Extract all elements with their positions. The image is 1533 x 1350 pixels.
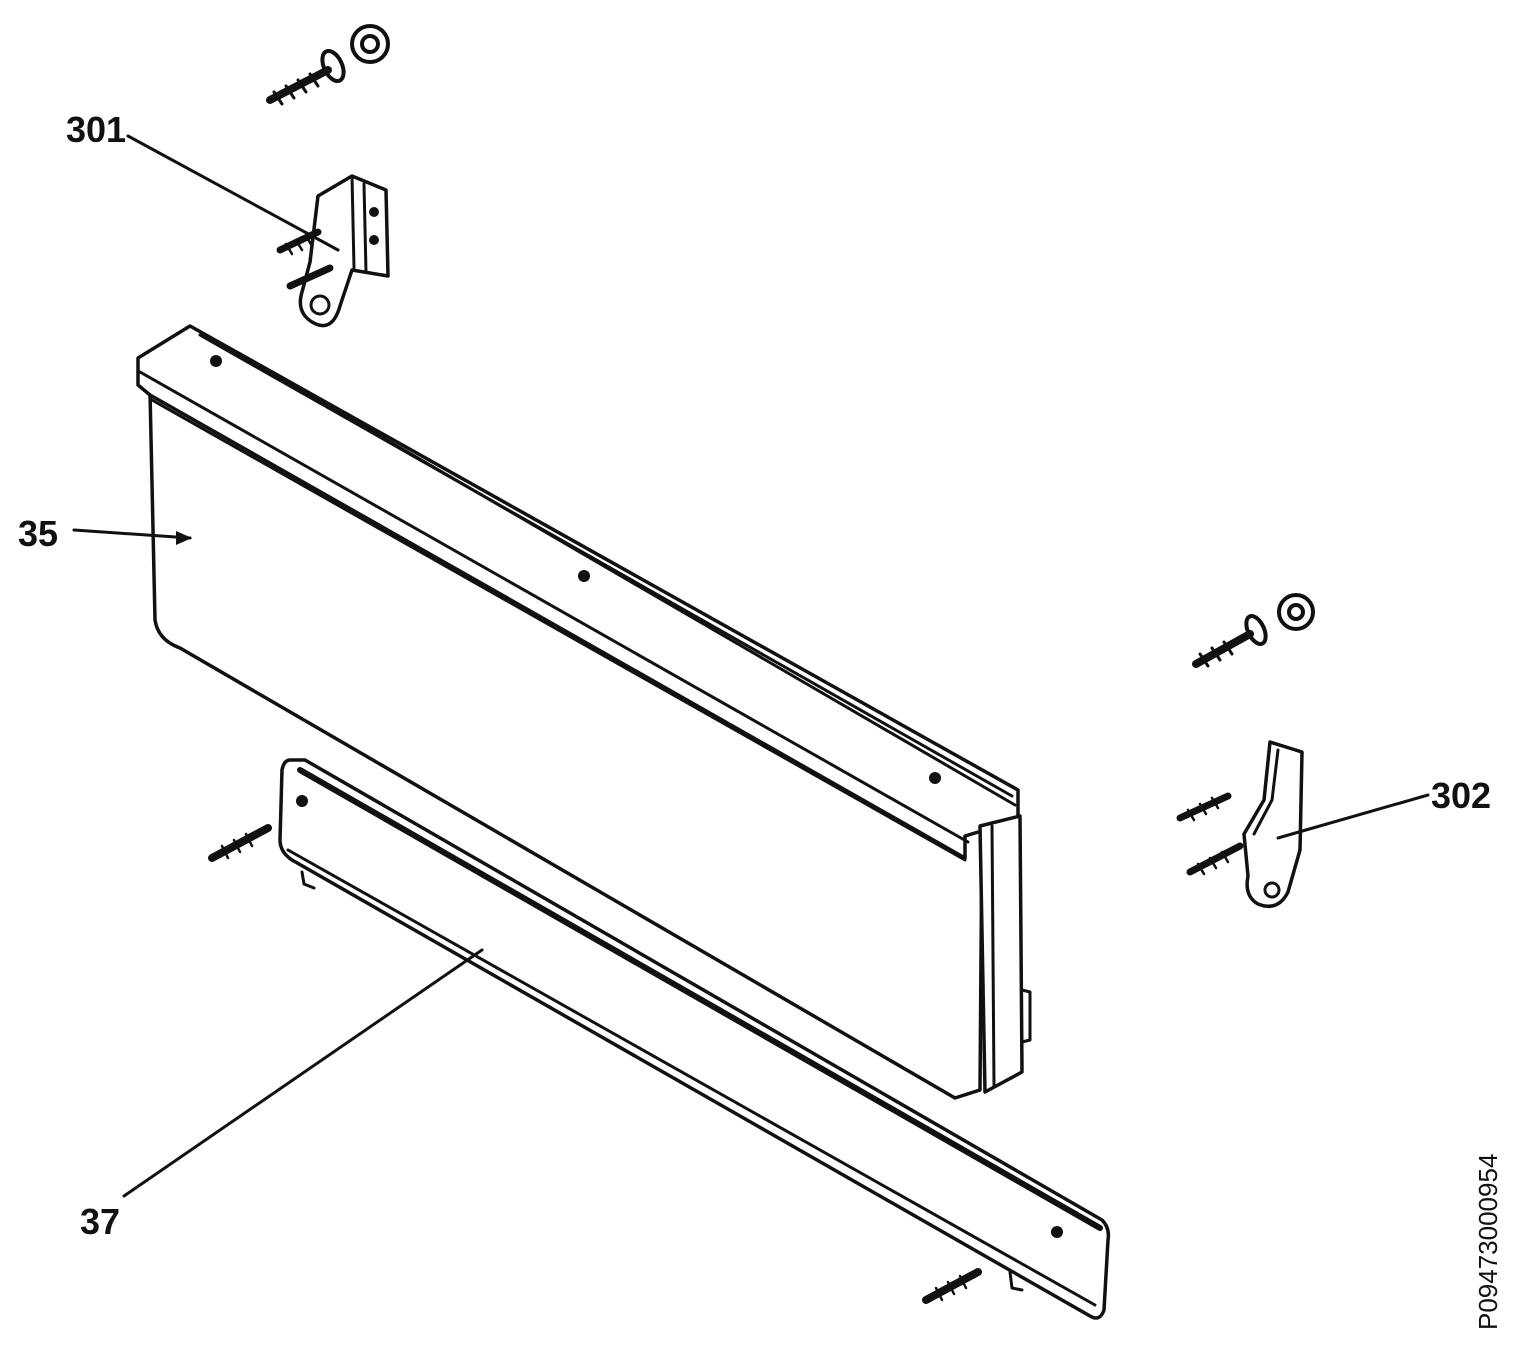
callout-302: 302 — [1431, 775, 1491, 816]
right-screw-washer — [1192, 593, 1315, 668]
top-left-screw-washer — [266, 24, 390, 106]
leader-301 — [126, 134, 340, 252]
part-35-main-panel — [136, 324, 1032, 1100]
part-37-lower-strip — [208, 758, 1111, 1320]
leader-35 — [72, 528, 192, 540]
callout-301: 301 — [66, 109, 126, 150]
part-302-bracket — [1176, 740, 1304, 908]
arrow-35 — [176, 531, 192, 545]
leader-302 — [1276, 793, 1430, 840]
callout-35: 35 — [18, 513, 58, 554]
document-id: P09473000954 — [1473, 1154, 1503, 1330]
callout-37: 37 — [80, 1201, 120, 1242]
leader-37 — [122, 948, 484, 1198]
leader-lines — [72, 134, 1430, 1198]
part-301-hinge-bracket — [276, 174, 390, 328]
